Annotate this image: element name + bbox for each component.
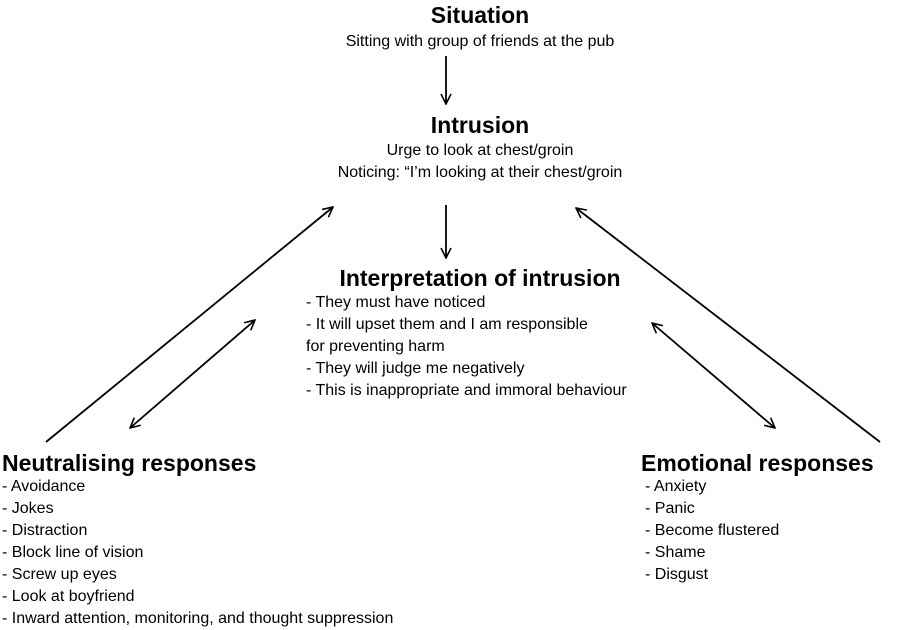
list-item: - Screw up eyes (2, 566, 117, 583)
neutralising-list: - Avoidance - Jokes - Distraction - Bloc… (2, 476, 393, 630)
list-item: - Block line of vision (2, 544, 144, 561)
arrow-neutralising-interpretation-bidirectional (130, 320, 255, 428)
list-item: - Become flustered (645, 522, 780, 539)
arrow-interpretation-emotional-bidirectional (652, 323, 775, 428)
list-item: - Avoidance (2, 478, 86, 495)
list-item: - Disgust (645, 566, 709, 583)
list-item: - Inward attention, monitoring, and thou… (2, 610, 394, 627)
list-item: - They must have noticed (306, 294, 486, 311)
list-item: - Distraction (2, 522, 88, 539)
list-item: - Anxiety (645, 478, 707, 495)
list-item: for preventing harm (306, 338, 445, 355)
neutralising-title: Neutralising responses (2, 450, 257, 476)
intrusion-title: Intrusion (430, 112, 530, 138)
emotional-title: Emotional responses (641, 450, 874, 476)
list-item: - Look at boyfriend (2, 588, 135, 605)
interpretation-list: - They must have noticed - It will upset… (306, 292, 627, 402)
list-item: - Jokes (2, 500, 54, 517)
situation-description: Sitting with group of friends at the pub (345, 33, 615, 50)
list-item: - This is inappropriate and immoral beha… (306, 382, 627, 399)
situation-title: Situation (430, 2, 530, 28)
intrusion-line-urge: Urge to look at chest/groin (386, 142, 574, 159)
intrusion-line-noticing: Noticing: “I’m looking at their chest/gr… (337, 164, 623, 181)
arrow-neutralising-to-intrusion (45, 207, 333, 443)
list-item: - Panic (645, 500, 695, 517)
list-item: - It will upset them and I am responsibl… (306, 316, 588, 333)
list-item: - They will judge me negatively (306, 360, 525, 377)
interpretation-title: Interpretation of intrusion (339, 265, 621, 291)
list-item: - Shame (645, 544, 706, 561)
emotional-list: - Anxiety - Panic - Become flustered - S… (645, 476, 779, 586)
